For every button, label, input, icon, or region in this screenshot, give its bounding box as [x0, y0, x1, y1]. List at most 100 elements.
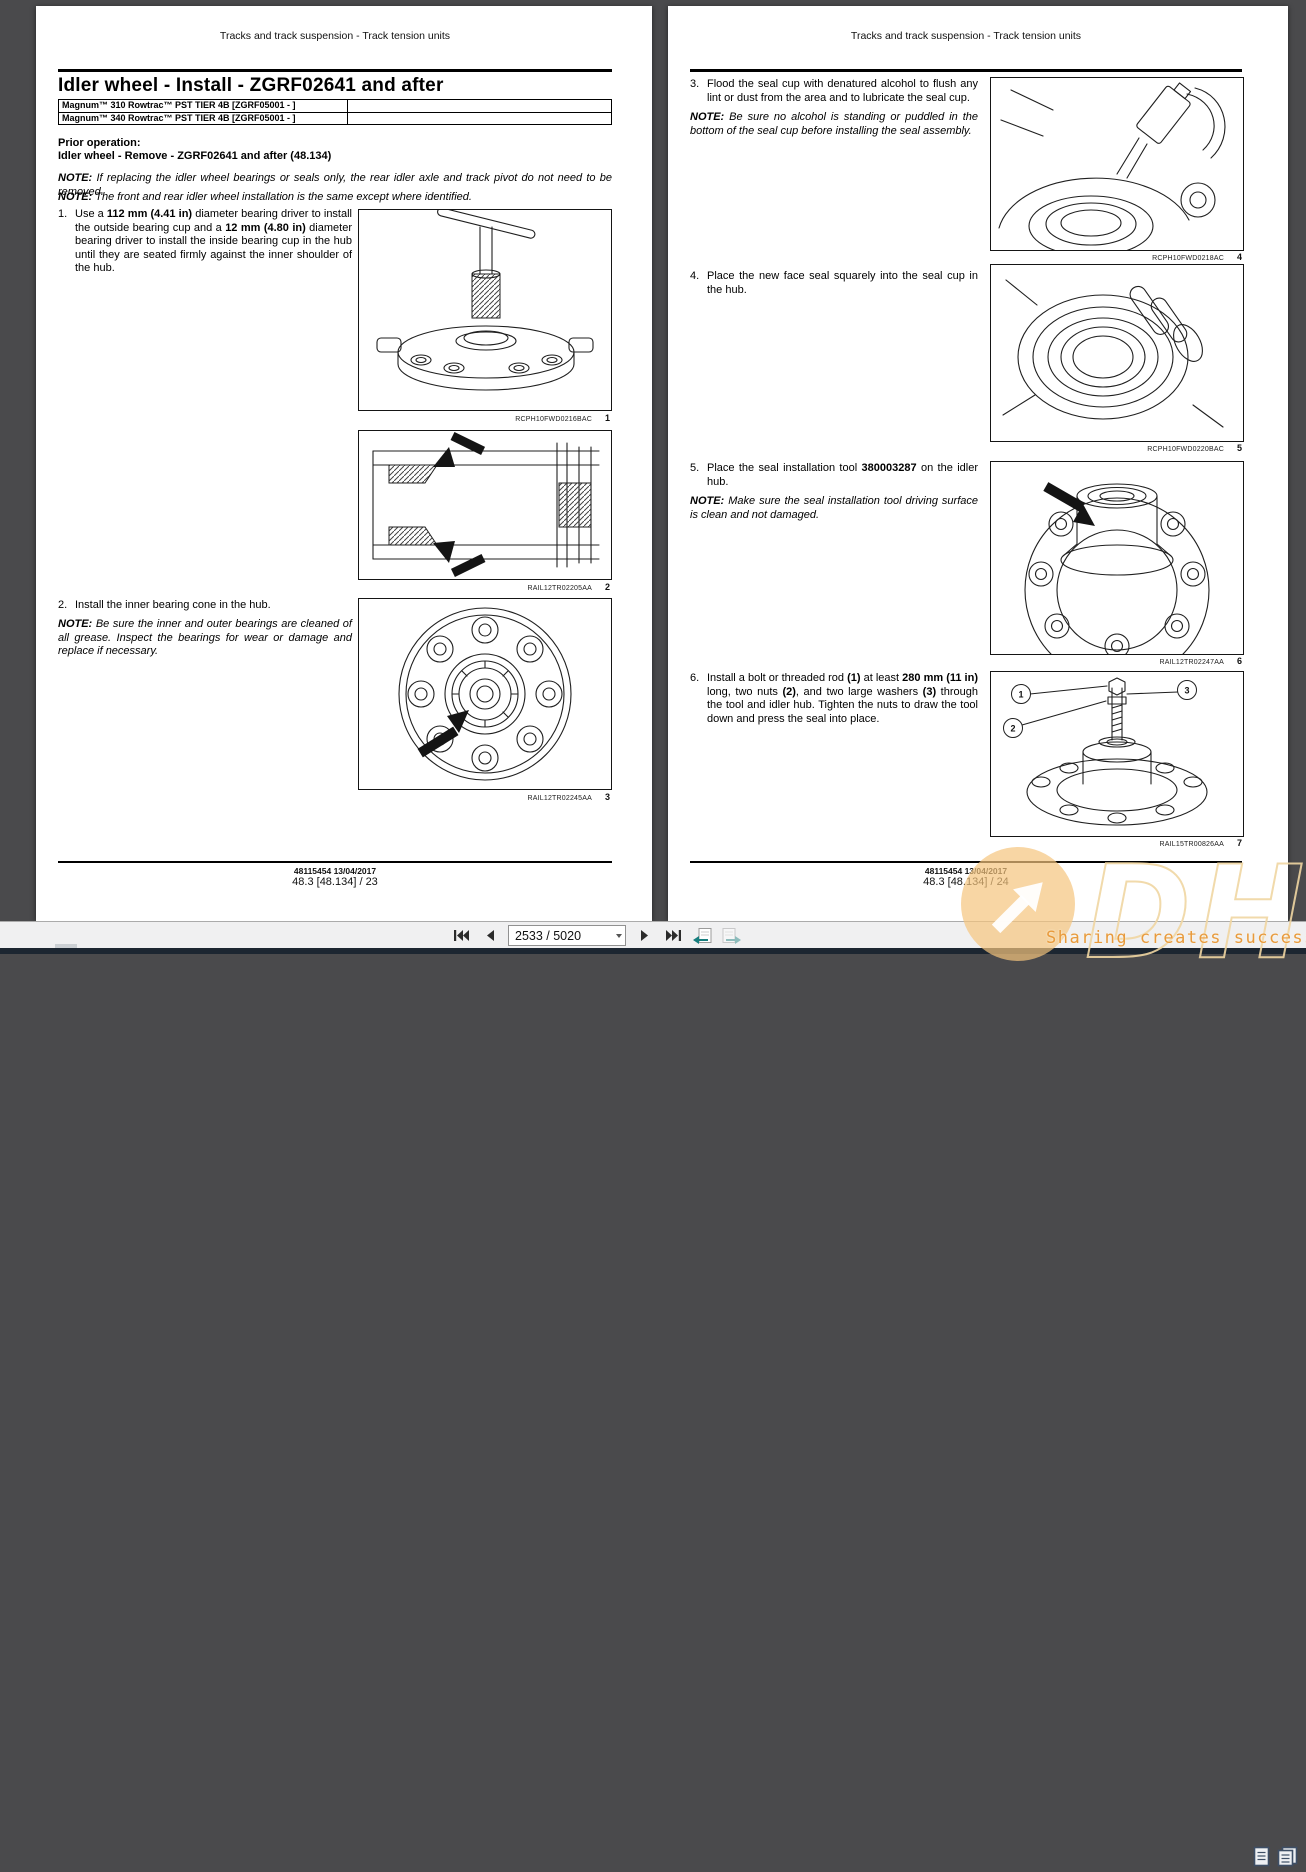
note-text: Make sure the seal installation tool dri…: [690, 495, 978, 521]
figure-caption: RAIL12TR02247AA 6: [990, 656, 1244, 666]
figure-caption: RCPH10FWD0220BAC 5: [990, 443, 1244, 453]
figure-code: RCPH10FWD0220BAC: [1147, 446, 1224, 453]
callout-1: 1: [1018, 690, 1023, 700]
model-cell: Magnum™ 340 Rowtrac™ PST TIER 4B [ZGRF05…: [57, 111, 349, 125]
step-number: 5.: [690, 462, 700, 474]
table-row: Magnum™ 310 Rowtrac™ PST TIER 4B [ZGRF05…: [57, 99, 612, 113]
figure-3-hub-face: [358, 598, 612, 790]
figure-6-seal-tool: [990, 461, 1244, 655]
step-2: 2. Install the inner bearing cone in the…: [58, 599, 352, 613]
next-view-button[interactable]: [720, 926, 742, 946]
note-label: NOTE:: [690, 111, 725, 123]
step-text: Install the inner bearing cone in the hu…: [75, 599, 271, 611]
figure-code: RAIL12TR02247AA: [1159, 659, 1224, 666]
arrow-to-tool: [1043, 482, 1095, 526]
note-label: NOTE:: [690, 495, 725, 507]
previous-page-button[interactable]: [479, 926, 501, 946]
figure-caption: RAIL15TR00826AA 7: [990, 838, 1244, 848]
figure-code: RAIL15TR00826AA: [1159, 841, 1224, 848]
page-navigation: [450, 924, 742, 947]
figure-6-illustration: [1024, 482, 1210, 654]
figure-4-flush-seal-cup: [990, 77, 1244, 251]
note-text: The front and rear idler wheel installat…: [92, 191, 472, 203]
step-text: Use a 112 mm (4.41 in) diameter bearing …: [75, 208, 352, 274]
callout-3: 3: [1184, 686, 1189, 696]
callout-2: 2: [1010, 724, 1015, 734]
arrow-upper: [433, 431, 486, 467]
footer-rule: [690, 861, 1242, 863]
last-page-button[interactable]: [662, 926, 684, 946]
pdf-page-left: Tracks and track suspension - Track tens…: [36, 6, 652, 921]
figure-3-illustration: [398, 607, 572, 781]
note-paragraph: NOTE: The front and rear idler wheel ins…: [58, 191, 612, 205]
previous-view-button[interactable]: [691, 926, 713, 946]
figure-number: 2: [604, 582, 610, 592]
note-paragraph: NOTE: Make sure the seal installation to…: [690, 495, 978, 522]
figure-number: 1: [604, 413, 610, 423]
taskbar-strip: [0, 948, 1306, 954]
header-rule: [690, 69, 1242, 72]
prior-operation-text: Idler wheel - Remove - ZGRF02641 and aft…: [58, 150, 332, 162]
figure-code: RAIL12TR02205AA: [527, 585, 592, 592]
step-number: 2.: [58, 599, 68, 611]
step-5: 5. Place the seal installation tool 3800…: [690, 462, 978, 489]
note-label: NOTE:: [58, 618, 93, 630]
arrow-lower: [433, 541, 486, 577]
figure-number: 6: [1236, 656, 1242, 666]
figure-7-threaded-rod: 1 2 3: [990, 671, 1244, 837]
facing-pages-view-button[interactable]: [1277, 1846, 1298, 1872]
empty-cell: [347, 111, 612, 125]
step-3: 3. Flood the seal cup with denatured alc…: [690, 78, 978, 105]
pdf-page-right: Tracks and track suspension - Track tens…: [668, 6, 1288, 921]
step-1: 1. Use a 112 mm (4.41 in) diameter beari…: [58, 208, 352, 276]
table-row: Magnum™ 340 Rowtrac™ PST TIER 4B [ZGRF05…: [57, 111, 612, 125]
note-label: NOTE:: [58, 191, 93, 203]
figure-caption: RAIL12TR02245AA 3: [358, 792, 612, 802]
figure-caption: RAIL12TR02205AA 2: [358, 582, 612, 592]
prior-operation-label: Prior operation:: [58, 137, 141, 149]
figure-1-illustration: [376, 210, 594, 391]
step-text: Install a bolt or threaded rod (1) at le…: [707, 672, 978, 725]
arrow-to-cone: [417, 710, 469, 758]
step-number: 1.: [58, 208, 68, 220]
footer-page-ref: 48.3 [48.134] / 23: [292, 876, 378, 888]
figure-7-illustration: 1 2 3: [1003, 677, 1208, 826]
figure-1-bearing-driver: [358, 209, 612, 411]
step-number: 4.: [690, 270, 700, 282]
model-table: Magnum™ 310 Rowtrac™ PST TIER 4B [ZGRF05…: [57, 99, 612, 125]
step-number: 3.: [690, 78, 700, 90]
single-page-view-button[interactable]: [1253, 1846, 1270, 1872]
figure-caption: RCPH10FWD0216BAC 1: [358, 413, 612, 423]
title-rule: [58, 69, 612, 72]
section-title: Idler wheel - Install - ZGRF02641 and af…: [58, 75, 444, 96]
figure-number: 7: [1236, 838, 1242, 848]
figure-number: 3: [604, 792, 610, 802]
figure-number: 5: [1236, 443, 1242, 453]
step-number: 6.: [690, 672, 700, 684]
note-text: If replacing the idler wheel bearings or…: [58, 172, 612, 198]
note-paragraph: NOTE: Be sure the inner and outer bearin…: [58, 618, 352, 659]
step-6: 6. Install a bolt or threaded rod (1) at…: [690, 672, 978, 726]
figure-2-hub-cross-section: [358, 430, 612, 580]
note-label: NOTE:: [58, 172, 93, 184]
step-text: Place the new face seal squarely into th…: [707, 270, 978, 296]
step-4: 4. Place the new face seal squarely into…: [690, 270, 978, 297]
next-page-button[interactable]: [633, 926, 655, 946]
model-cell: Magnum™ 310 Rowtrac™ PST TIER 4B [ZGRF05…: [57, 99, 349, 113]
empty-cell: [347, 99, 612, 113]
footer-doc-number: 48115454 13/04/2017: [293, 866, 377, 876]
view-mode-buttons: [1253, 1846, 1298, 1872]
note-text: Be sure the inner and outer bearings are…: [58, 618, 352, 657]
figure-code: RCPH10FWD0216BAC: [515, 416, 592, 423]
note-paragraph: NOTE: If replacing the idler wheel beari…: [58, 172, 612, 199]
running-header: Tracks and track suspension - Track tens…: [850, 30, 1082, 42]
note-paragraph: NOTE: Be sure no alcohol is standing or …: [690, 111, 978, 138]
page-indicator-field: [508, 925, 626, 946]
page-number-input[interactable]: [508, 925, 626, 946]
first-page-button[interactable]: [450, 926, 472, 946]
figure-5-place-face-seal: [990, 264, 1244, 442]
figure-caption: RCPH10FWD0218AC 4: [990, 252, 1244, 262]
figure-2-illustration: [372, 431, 600, 577]
viewer-toolbar: [0, 921, 1306, 1867]
footer-doc-number: 48115454 13/04/2017: [924, 866, 1008, 876]
